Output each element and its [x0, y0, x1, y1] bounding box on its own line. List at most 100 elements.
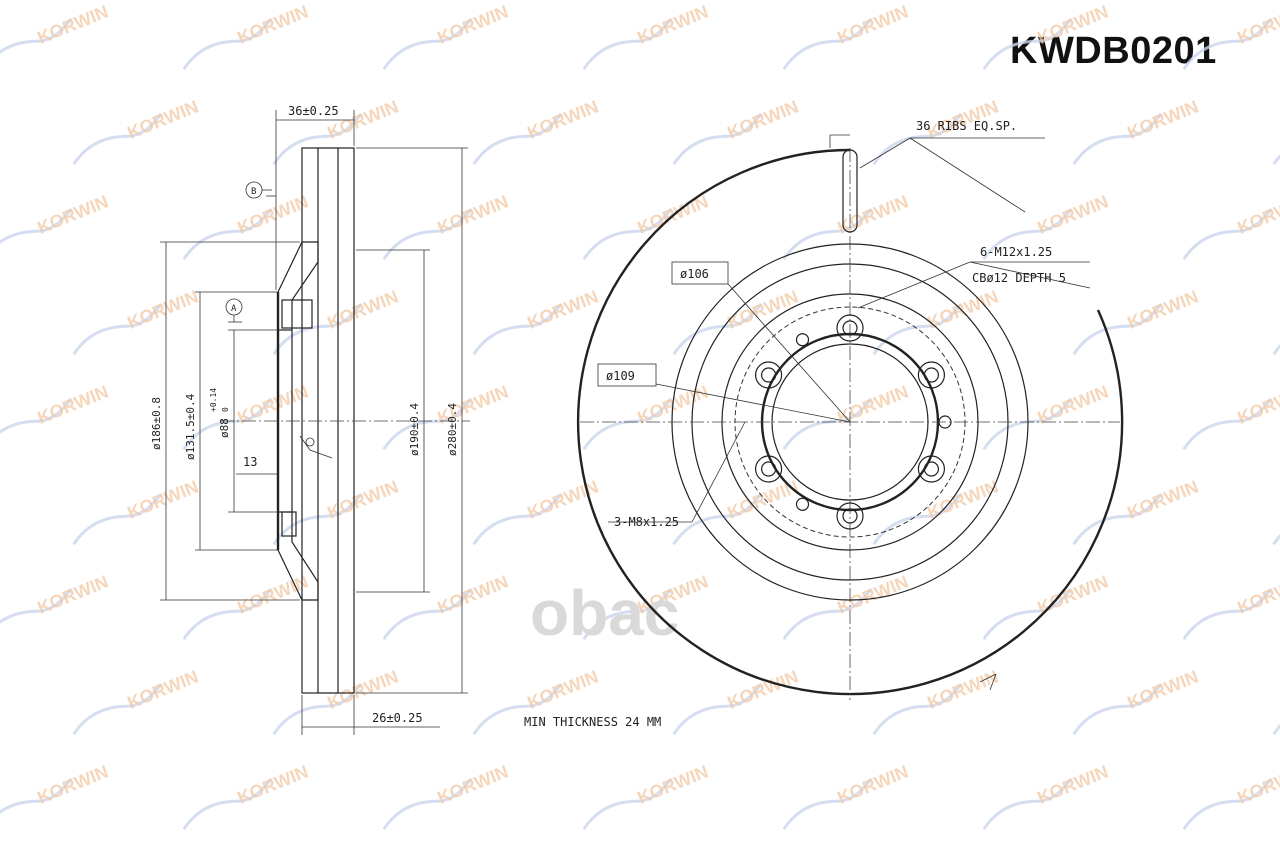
watermark-tile: KORWIN: [782, 571, 911, 641]
outer-plate-left: [301, 147, 319, 694]
front-view: 36 RIBS EQ.SP. 6-M12x1.25 CBø12 DEPTH 5 …: [576, 119, 1124, 700]
part-code: KWDB0201: [1010, 30, 1217, 72]
watermark-tile: KORWIN: [1072, 476, 1201, 546]
min-thickness-note: MIN THICKNESS 24 MM: [524, 715, 661, 729]
dim-dia-190: ø190±0.4: [408, 403, 421, 456]
watermark-text: KORWIN: [834, 761, 911, 808]
watermark-text: KORWIN: [634, 761, 711, 808]
watermark-swoosh: [472, 492, 563, 546]
watermark-tile: KORWIN: [982, 571, 1111, 641]
watermark-text: KORWIN: [324, 286, 401, 333]
watermark-tile: KORWIN: [582, 1, 711, 71]
watermark-text: KORWIN: [924, 666, 1001, 713]
watermark-text: KORWIN: [1234, 381, 1280, 428]
watermark-swoosh: [1272, 302, 1280, 356]
watermark-text: KORWIN: [524, 666, 601, 713]
watermark-tile: KORWIN: [782, 381, 911, 451]
watermark-tile: KORWIN: [982, 1, 1111, 71]
watermark-swoosh: [672, 682, 763, 736]
watermark-swoosh: [182, 587, 273, 641]
watermark-text: KORWIN: [34, 571, 111, 618]
watermark-swoosh: [582, 777, 673, 831]
watermark-swoosh: [782, 587, 873, 641]
watermark-swoosh: [672, 492, 763, 546]
watermark-text: KORWIN: [1034, 1, 1111, 48]
small-hole-group: [795, 333, 952, 511]
watermark-text: KORWIN: [234, 191, 311, 238]
bolt-hole-group: [754, 314, 946, 530]
watermark-swoosh: [582, 587, 673, 641]
watermark-tile: KORWIN: [72, 286, 201, 356]
dim-offset-13: 13: [243, 455, 257, 469]
watermark-text: KORWIN: [34, 381, 111, 428]
watermark-tile: KORWIN: [472, 476, 601, 546]
watermark-text: KORWIN: [1124, 286, 1201, 333]
dia-106-label: ø106: [680, 267, 709, 281]
watermark-swoosh: [872, 682, 963, 736]
watermark-swoosh: [1272, 492, 1280, 546]
watermark-text: KORWIN: [634, 1, 711, 48]
watermark-tile: KORWIN: [782, 1, 911, 71]
watermark-tile: KORWIN: [272, 286, 401, 356]
watermark-swoosh: [472, 302, 563, 356]
dim-dia-186: ø186±0.8: [150, 397, 163, 450]
bolt-hole: [760, 367, 777, 383]
watermark-tile: KORWIN: [782, 761, 911, 831]
watermark-swoosh: [382, 587, 473, 641]
watermark-tile: KORWIN: [0, 191, 111, 261]
watermark-text: KORWIN: [1124, 666, 1201, 713]
watermark-tile: KORWIN: [0, 381, 111, 451]
watermark-tile: KORWIN: [272, 666, 401, 736]
dim-dia-131: ø131.5±0.4: [184, 393, 197, 460]
watermark-swoosh: [782, 397, 873, 451]
watermark-tile: KORWIN: [182, 381, 311, 451]
watermark-tile: KORWIN: [1272, 492, 1280, 546]
bolt-hole-counterbore: [754, 361, 783, 389]
watermark-swoosh: [782, 17, 873, 71]
watermark-tile: KORWIN: [72, 476, 201, 546]
watermark-tile: KORWIN: [1182, 761, 1280, 831]
watermark-swoosh: [1182, 17, 1273, 71]
watermark-text: KORWIN: [324, 666, 401, 713]
watermark-tile: KORWIN: [672, 666, 801, 736]
watermark-tile: KORWIN: [182, 191, 311, 261]
watermark-text: KORWIN: [34, 191, 111, 238]
watermark-tile: KORWIN: [72, 96, 201, 166]
small-holes-label: 3-M8x1.25: [614, 515, 679, 529]
watermark-text: KORWIN: [124, 286, 201, 333]
bolt-hole-counterbore: [917, 361, 946, 389]
bolt-hole-counterbore: [836, 314, 864, 342]
watermark-swoosh: [1272, 682, 1280, 736]
watermark-swoosh: [582, 207, 673, 261]
watermark-swoosh: [1182, 207, 1273, 261]
watermark-tile: KORWIN: [472, 286, 601, 356]
watermark-swoosh: [0, 207, 73, 261]
watermark-swoosh: [1182, 397, 1273, 451]
disc-outer-edge: [576, 148, 1124, 696]
watermark-swoosh: [72, 302, 163, 356]
watermark-tile: KORWIN: [0, 761, 111, 831]
watermark-tile: KORWIN: [382, 571, 511, 641]
watermark-tile: KORWIN: [182, 1, 311, 71]
small-threaded-hole: [938, 415, 952, 429]
watermark-swoosh: [0, 777, 73, 831]
watermark-tile: KORWIN: [672, 96, 801, 166]
watermark-tile: KORWIN: [582, 381, 711, 451]
bolt-hole-counterbore: [917, 455, 946, 483]
watermark-tile: KORWIN: [382, 1, 511, 71]
watermark-tile: KORWIN: [582, 761, 711, 831]
watermark-swoosh: [982, 17, 1073, 71]
bolt-hole-counterbore: [836, 502, 864, 530]
bolt-hole: [760, 461, 777, 477]
watermark-tile: KORWIN: [382, 381, 511, 451]
watermark-text: KORWIN: [924, 286, 1001, 333]
dim-dia-88-tol-upper: +0.14: [209, 388, 218, 412]
watermark-text: KORWIN: [1234, 191, 1280, 238]
watermark-text: KORWIN: [834, 1, 911, 48]
watermark-text: KORWIN: [524, 286, 601, 333]
watermark-swoosh: [982, 587, 1073, 641]
watermark-text: KORWIN: [434, 1, 511, 48]
watermark-tile: KORWIN: [1182, 381, 1280, 451]
watermark-tile: KORWIN: [1272, 682, 1280, 736]
watermark-tile: KORWIN: [1272, 112, 1280, 166]
